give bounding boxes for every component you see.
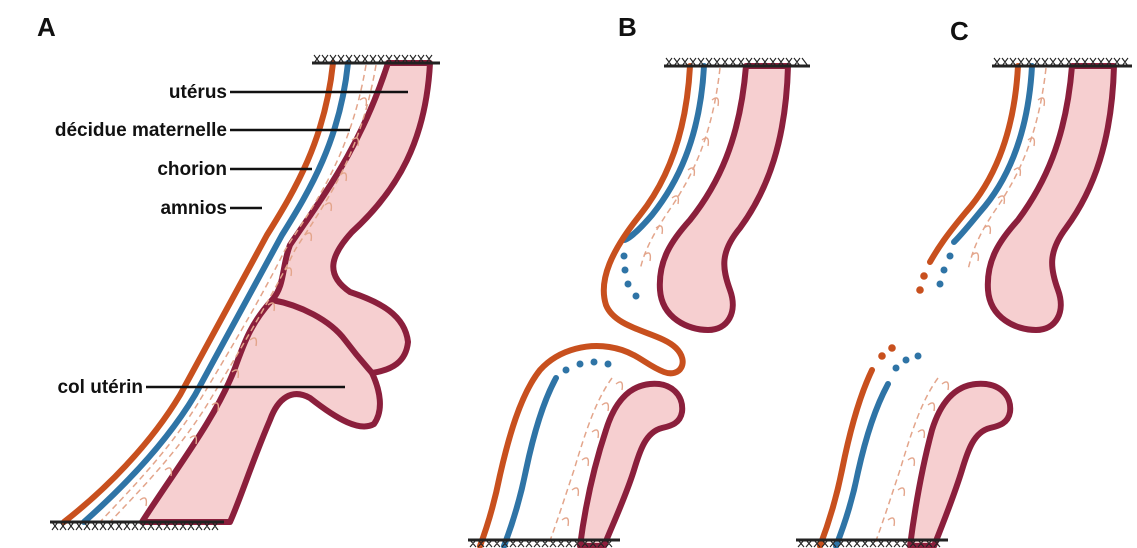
label-cervix: col utérin xyxy=(57,377,143,398)
label-decidua: décidue maternelle xyxy=(55,120,227,141)
panel-b-amnion xyxy=(480,66,690,546)
label-amnion: amnios xyxy=(160,198,227,219)
panel-b-chorion-dots-upper xyxy=(621,253,640,300)
panel-b: B xyxy=(468,12,810,547)
panel-c-dots-lower xyxy=(878,344,921,371)
label-chorion: chorion xyxy=(157,159,227,180)
panel-b-chorion-dots-lower xyxy=(563,359,612,374)
panel-a: A utérus décidue maternelle chorion amni… xyxy=(37,12,440,530)
panel-a-letter: A xyxy=(37,12,56,42)
panel-b-chorion-lower xyxy=(504,378,556,546)
panel-b-top-anchor xyxy=(664,58,810,66)
panel-a-bottom-anchor xyxy=(50,522,224,530)
panel-a-top-anchor xyxy=(312,55,440,63)
panel-b-upper-uterus xyxy=(660,66,788,330)
panel-c-letter: C xyxy=(950,16,969,46)
panel-c-top-anchor xyxy=(992,58,1132,66)
panel-c-lower-cervix xyxy=(910,384,1010,546)
label-uterus: utérus xyxy=(169,82,227,103)
panel-c-upper-uterus xyxy=(988,66,1114,330)
panel-b-letter: B xyxy=(618,12,637,42)
panel-c: C xyxy=(796,16,1132,547)
